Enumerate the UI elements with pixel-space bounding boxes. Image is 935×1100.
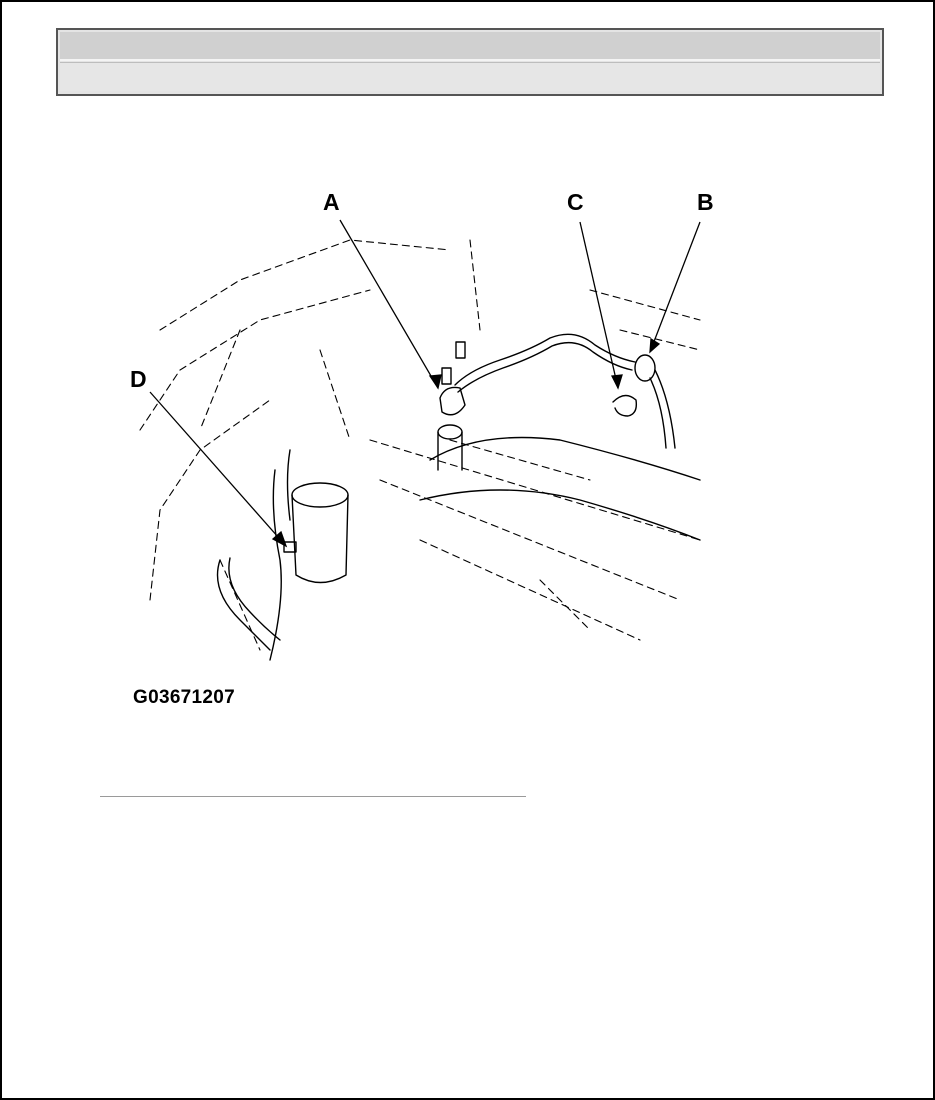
port-seat xyxy=(437,431,463,471)
reservoir xyxy=(291,494,349,584)
hose-fitting xyxy=(439,386,466,416)
engine-bay-outline xyxy=(379,479,681,601)
engine-bay-outline xyxy=(539,579,591,631)
section-divider xyxy=(100,796,526,797)
engine-bay-outline xyxy=(159,239,451,331)
callout-c: C xyxy=(567,189,584,215)
side-hose xyxy=(269,469,282,661)
engine-bay-outline xyxy=(139,289,371,431)
reservoir xyxy=(291,482,349,508)
engine-bay-outline xyxy=(149,399,271,601)
engine-bay-outline xyxy=(319,349,351,441)
hose-coupling xyxy=(634,354,656,382)
engine-bay-outline xyxy=(419,539,641,641)
hose-clamp xyxy=(612,394,638,417)
header-box xyxy=(56,28,884,96)
engine-bay-outline xyxy=(369,439,701,541)
engine-diagram: A C B D xyxy=(130,189,714,661)
engine-bay-outline xyxy=(219,559,261,651)
callout-d: D xyxy=(130,366,147,392)
hose-line xyxy=(654,369,676,449)
figure-id: G03671207 xyxy=(133,687,236,708)
mounting-bolt xyxy=(455,341,466,359)
hose-line xyxy=(454,333,636,386)
intake-manifold xyxy=(429,436,701,481)
bracket-bolt xyxy=(283,541,297,553)
header-subtitle-bar xyxy=(60,62,880,91)
intake-manifold xyxy=(419,489,701,541)
side-hose xyxy=(216,559,271,651)
callout-a: A xyxy=(323,189,340,215)
engine-bay-outline xyxy=(469,239,481,331)
hose-line xyxy=(649,377,667,449)
callout-b: B xyxy=(697,189,714,215)
header-title-bar xyxy=(60,32,880,61)
engine-bay-outline xyxy=(199,329,241,431)
mounting-bolt xyxy=(441,367,452,385)
port-seat xyxy=(437,424,463,440)
side-hose xyxy=(228,557,281,641)
engine-bay-outline xyxy=(589,289,701,321)
hose-line xyxy=(457,341,633,393)
engine-bay-outline xyxy=(449,439,591,481)
engine-bay-outline xyxy=(619,329,701,351)
side-hose xyxy=(286,449,291,521)
